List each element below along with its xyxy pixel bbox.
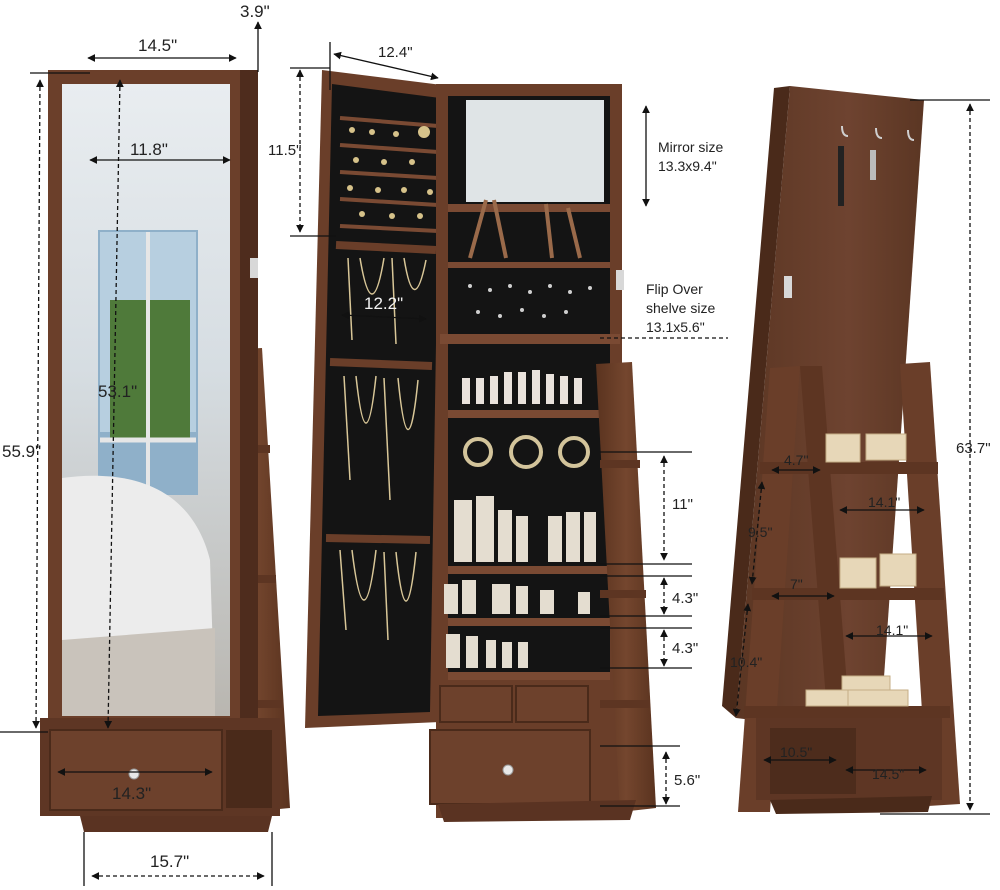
back-shelf-depth-label: 4.7" — [784, 452, 809, 468]
front-drawer-width-label: 14.3" — [112, 784, 152, 803]
earring-rails — [339, 116, 439, 233]
front-depth-label: 3.9" — [240, 2, 270, 21]
flip-shelf-note: Flip Over shelve size 13.1x5.6" — [646, 280, 715, 337]
flip-shelf-label-1: Flip Over — [646, 281, 703, 297]
open-drawer-knob-icon — [502, 764, 514, 776]
open-shelf-height-1-label: 11" — [672, 496, 693, 513]
front-view — [40, 70, 290, 832]
open-necklace-width-label: 12.2" — [364, 294, 404, 313]
open-lock-icon — [616, 270, 624, 290]
back-shelf-depth-mid-label: 7" — [790, 576, 803, 592]
back-total-height-label: 63.7" — [956, 440, 991, 457]
back-lock-icon — [784, 276, 792, 298]
open-door-width-label: 12.4" — [378, 44, 413, 61]
open-small-drawer-right — [515, 685, 589, 723]
front-total-height-label: 55.9" — [2, 442, 42, 461]
open-shelf-height-3-label: 4.3" — [672, 640, 699, 657]
mirror-size-note: Mirror size 13.3x9.4" — [658, 138, 723, 176]
open-door-section-label: 11.5" — [268, 142, 302, 159]
back-base-width-label: 14.5" — [872, 766, 905, 782]
mirror-size-value: 13.3x9.4" — [658, 158, 717, 174]
hooks-icon — [841, 125, 915, 141]
open-small-drawer-left — [439, 685, 513, 723]
back-base-depth-label: 10.5" — [780, 744, 813, 760]
open-side-ladder — [596, 362, 656, 812]
front-base — [80, 816, 272, 832]
necklaces — [339, 257, 427, 641]
open-shelves — [440, 204, 620, 680]
dimension-lines — [0, 21, 990, 886]
back-base — [770, 796, 932, 814]
front-width-label: 14.5" — [138, 36, 178, 55]
back-bottom-spacing-label: 10.4" — [730, 654, 763, 670]
back-shelf-width-top-label: 14.1" — [868, 494, 901, 510]
open-inner-mirror — [466, 100, 604, 202]
front-base-width-label: 15.7" — [150, 852, 190, 871]
flip-shelf-value: 13.1x5.6" — [646, 319, 705, 335]
front-mirror-width-label: 11.8" — [130, 140, 168, 159]
front-lock-icon — [250, 258, 258, 278]
back-shelf-width-mid-label: 14.1" — [876, 622, 909, 638]
open-drawer-height-label: 5.6" — [674, 772, 701, 789]
back-shelf-spacing-label: 9.5" — [748, 524, 773, 540]
open-view — [305, 70, 656, 822]
front-drawer-knob-icon — [128, 768, 140, 780]
open-base — [438, 800, 636, 822]
back-view — [722, 86, 960, 814]
open-shelf-height-2-label: 4.3" — [672, 590, 699, 607]
front-mirror-height-label: 53.1" — [98, 382, 138, 401]
flip-shelf-label-2: shelve size — [646, 300, 716, 316]
mirror-size-label: Mirror size — [658, 139, 724, 155]
